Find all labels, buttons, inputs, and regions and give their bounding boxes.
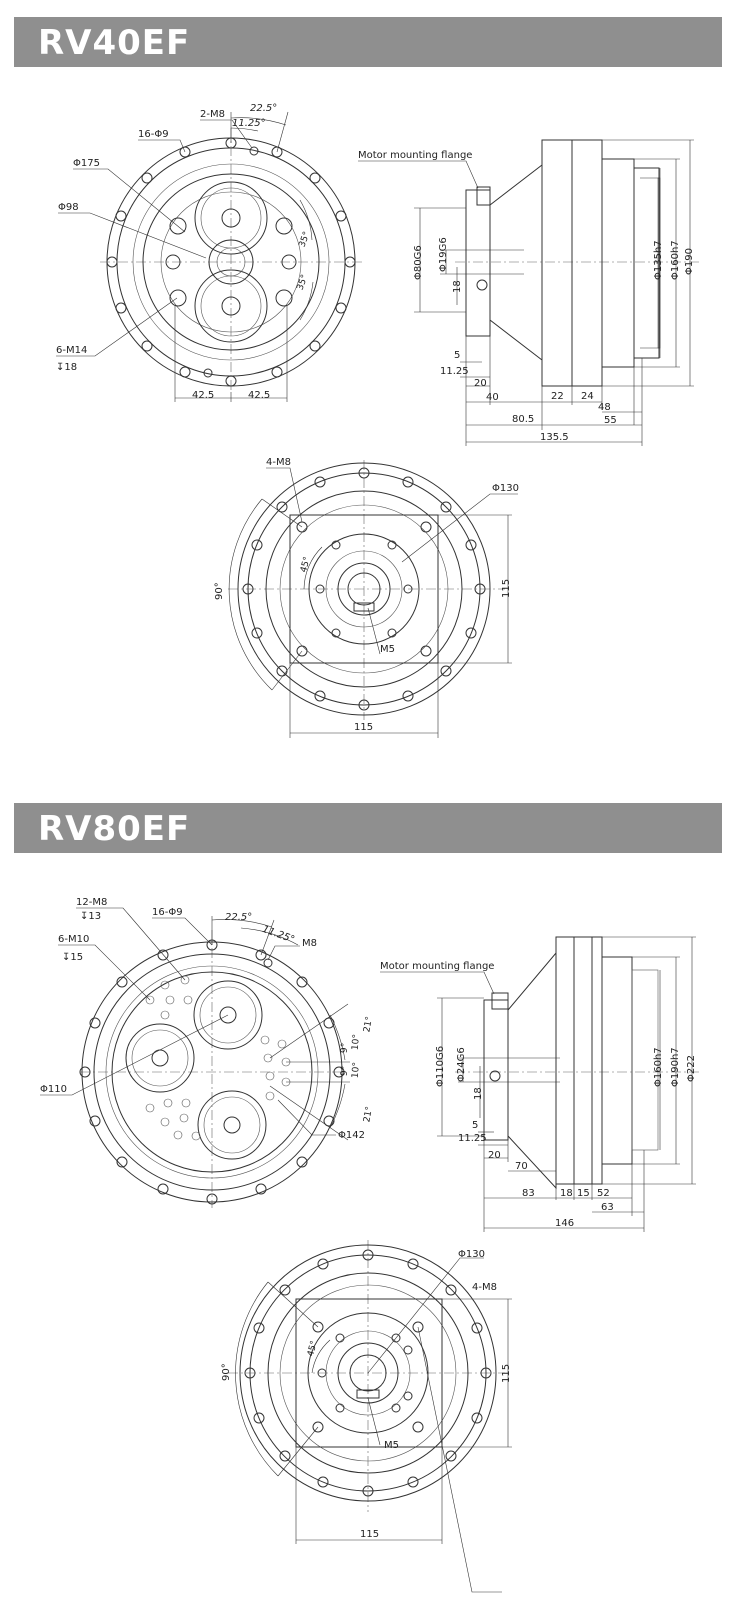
label-a4: 9° xyxy=(340,1066,351,1077)
label-l9: 52 xyxy=(597,1188,610,1199)
label-rear-h: 115 xyxy=(501,579,512,598)
section-header-rv40ef: RV40EF xyxy=(14,17,722,67)
label-l6: 146 xyxy=(555,1218,574,1229)
label-rear-pcd: Φ130 xyxy=(492,483,519,494)
label-holes: 16-Φ9 xyxy=(152,907,183,918)
label-l1: 5 xyxy=(472,1120,478,1131)
rv40ef-drawing: 16-Φ9 2-M8 22.5° 11.25° Φ175 Φ98 6-M14 ↧… xyxy=(56,103,700,738)
label-d6: Φ190 xyxy=(684,248,695,275)
label-rear-angle: 45° xyxy=(306,1340,320,1358)
label-offset-l: 42.5 xyxy=(192,390,214,401)
section-title: RV80EF xyxy=(38,809,191,849)
label-d3: 18 xyxy=(473,1087,484,1100)
rv40ef-front-view: 16-Φ9 2-M8 22.5° 11.25° Φ175 Φ98 6-M14 ↧… xyxy=(56,103,362,402)
label-angle-b: 11.25° xyxy=(232,118,266,129)
label-l7: 22 xyxy=(551,391,564,402)
rv40ef-side-view: Motor mounting flange Φ80G6 Φ19G6 18 Φ13… xyxy=(358,139,700,446)
label-rear-w: 115 xyxy=(360,1529,379,1540)
label-dia-b: Φ98 xyxy=(58,202,79,213)
label-tap-a-depth: ↧13 xyxy=(80,911,101,922)
label-rear-angle-b: 90° xyxy=(221,1363,232,1381)
label-a3: 10° xyxy=(351,1062,362,1079)
label-rear-tap: 4-M8 xyxy=(266,457,291,468)
label-l10: 55 xyxy=(604,415,617,426)
label-l7: 18 xyxy=(560,1188,573,1199)
label-l4: 70 xyxy=(515,1161,528,1172)
label-d1: Φ80G6 xyxy=(413,245,424,280)
label-l8: 15 xyxy=(577,1188,590,1199)
rv80ef-rear-view: Φ130 4-M8 45° 90° 115 115 M5 xyxy=(221,1240,512,1593)
rv40ef-bolt-holes xyxy=(106,137,356,387)
section-title: RV40EF xyxy=(38,23,191,63)
label-l4: 40 xyxy=(486,392,499,403)
section-header-rv80ef: RV80EF xyxy=(14,803,722,853)
rv80ef-side-view: Motor mounting flange Φ110G6 Φ24G6 18 Φ1… xyxy=(380,936,700,1232)
label-tap-a: 12-M8 xyxy=(76,897,107,908)
label-l3: 20 xyxy=(488,1150,501,1161)
label-l1: 5 xyxy=(454,350,460,361)
label-l5: 83 xyxy=(522,1188,535,1199)
label-rear-h: 115 xyxy=(501,1364,512,1383)
label-l9: 48 xyxy=(598,402,611,413)
label-d6: Φ222 xyxy=(686,1055,697,1082)
label-tap-b-depth: ↧18 xyxy=(56,362,77,373)
label-l8: 24 xyxy=(581,391,594,402)
label-angle-d: 21° xyxy=(362,1106,375,1123)
label-tap-c: M8 xyxy=(302,938,317,949)
rv80ef-drawing: 12-M8 ↧13 16-Φ9 6-M10 ↧15 22.5° 11.25° M… xyxy=(40,897,700,1593)
label-rear-screw: M5 xyxy=(384,1440,399,1451)
label-angle-c: 21° xyxy=(362,1016,375,1033)
label-l2: 11.25 xyxy=(458,1133,487,1144)
rv80ef-front-view: 12-M8 ↧13 16-Φ9 6-M10 ↧15 22.5° 11.25° M… xyxy=(40,897,375,1208)
label-angle-d: 35° xyxy=(296,273,311,291)
label-d4: Φ160h7 xyxy=(653,1047,664,1087)
label-tap-b: 6-M14 xyxy=(56,345,87,356)
label-a1: 10° xyxy=(351,1034,362,1051)
label-d1: Φ110G6 xyxy=(435,1046,446,1087)
label-l3: 20 xyxy=(474,378,487,389)
label-l2: 11.25 xyxy=(440,366,469,377)
label-l6: 135.5 xyxy=(540,432,569,443)
label-d5: Φ190h7 xyxy=(670,1047,681,1087)
label-rear-w: 115 xyxy=(354,722,373,733)
label-d5: Φ160h7 xyxy=(670,240,681,280)
label-angle-a: 22.5° xyxy=(250,103,277,114)
label-holes: 16-Φ9 xyxy=(138,129,169,140)
rv80ef-rear-bolt-holes xyxy=(244,1249,492,1497)
label-l10: 63 xyxy=(601,1202,614,1213)
label-a2: 9° xyxy=(340,1043,351,1054)
label-l5: 80.5 xyxy=(512,414,534,425)
label-flange: Motor mounting flange xyxy=(358,150,472,161)
label-d4: Φ135h7 xyxy=(653,240,664,280)
label-angle-a: 22.5° xyxy=(225,912,252,923)
label-angle-c: 35° xyxy=(298,230,313,248)
label-tap-a: 2-M8 xyxy=(200,109,225,120)
label-d2: Φ19G6 xyxy=(438,237,449,272)
label-d2: Φ24G6 xyxy=(456,1047,467,1082)
rv40ef-rear-view: 4-M8 Φ130 45° 90° 115 115 M5 xyxy=(214,457,519,738)
label-flange: Motor mounting flange xyxy=(380,961,494,972)
label-dia-a: Φ110 xyxy=(40,1084,67,1095)
rv80ef-bolt-holes xyxy=(79,939,345,1205)
label-rear-pcd: Φ130 xyxy=(458,1249,485,1260)
rv40ef-rear-bolt-holes xyxy=(242,467,486,711)
label-rear-angle: 45° xyxy=(299,556,313,574)
label-offset-r: 42.5 xyxy=(248,390,270,401)
label-tap-b: 6-M10 xyxy=(58,934,89,945)
label-tap-b-depth: ↧15 xyxy=(62,952,83,963)
label-rear-tap: 4-M8 xyxy=(472,1282,497,1293)
label-rear-angle-b: 90° xyxy=(214,582,225,600)
label-dia-a: Φ175 xyxy=(73,158,100,169)
label-dia-b: Φ142 xyxy=(338,1130,365,1141)
label-rear-screw: M5 xyxy=(380,644,395,655)
label-d3: 18 xyxy=(452,280,463,293)
